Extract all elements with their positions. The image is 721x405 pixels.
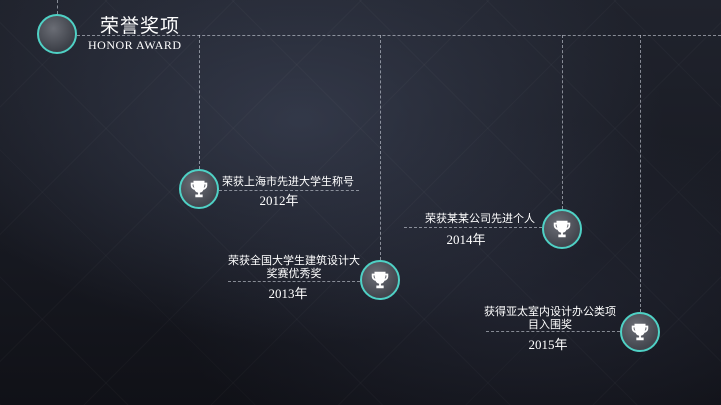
trophy-icon (360, 260, 400, 300)
award-year-2015: 2015年 (528, 337, 568, 352)
underline-2012 (219, 190, 359, 191)
underline-2013 (228, 281, 360, 282)
page-title: 荣誉奖项 (100, 15, 181, 37)
title-connector-line (57, 0, 58, 14)
trophy-icon (542, 209, 582, 249)
drop-line-2013 (380, 35, 381, 260)
trophy-icon (179, 169, 219, 209)
award-name-2012: 荣获上海市先进大学生称号 (222, 175, 354, 188)
award-name-2014: 荣获某某公司先进个人 (425, 212, 535, 225)
underline-2014 (404, 227, 542, 228)
trophy-icon (620, 312, 660, 352)
award-name-2013: 荣获全国大学生建筑设计大奖赛优秀奖 (228, 254, 360, 280)
drop-line-2014 (562, 35, 563, 209)
award-year-2012: 2012年 (259, 193, 299, 208)
award-name-2015: 获得亚太室内设计办公类项目入围奖 (484, 305, 616, 331)
page-subtitle: HONOR AWARD (88, 38, 182, 52)
top-timeline-line (77, 35, 721, 36)
title-circle-icon (37, 14, 77, 54)
underline-2015 (486, 331, 620, 332)
award-year-2014: 2014年 (446, 232, 486, 247)
drop-line-2012 (199, 35, 200, 169)
award-year-2013: 2013年 (268, 286, 308, 301)
drop-line-2015 (640, 35, 641, 312)
